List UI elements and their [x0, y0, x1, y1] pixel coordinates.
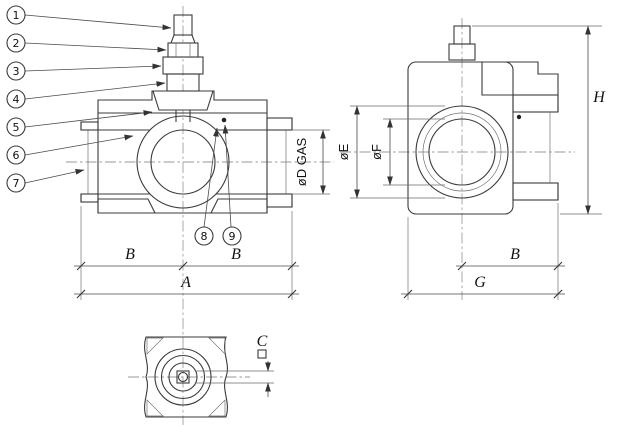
leader-9: [222, 124, 232, 228]
leader-6: [24, 134, 134, 156]
leader-3: [24, 63, 162, 72]
ball-circle: [136, 115, 230, 209]
dim-f-label: øF: [369, 144, 384, 160]
dim-g-label: G: [474, 274, 486, 291]
top-stem-square: [176, 370, 190, 384]
top-center-hole: [177, 371, 189, 383]
centerlines: [66, 6, 575, 425]
leader-5: [24, 110, 153, 128]
stem-assembly: [152, 14, 214, 122]
side-seat-dot: [516, 114, 522, 120]
port-bore-circle: [428, 118, 496, 186]
top-inner-circle: [168, 362, 198, 392]
callout-balloon-4: [6, 89, 26, 109]
dim-h-label: H: [592, 89, 606, 106]
seat-detail-dot: [221, 117, 227, 123]
callout-balloon-1: [6, 5, 26, 25]
leader-2: [24, 42, 167, 53]
stem-flange: [152, 90, 214, 111]
callout-balloon-3: [6, 61, 26, 81]
top-middle-circle: [160, 354, 206, 400]
top-view: C: [144, 333, 274, 418]
callout-number-9: 9: [229, 230, 236, 243]
dim-c: C: [195, 333, 274, 397]
dim-d-gas-label: øD GAS: [294, 137, 309, 186]
dim-c-label: C: [257, 333, 268, 350]
side-top-cap: [481, 61, 559, 96]
front-view: [80, 14, 293, 214]
callout-number-3: 3: [13, 65, 20, 78]
valve-body-front: [97, 113, 268, 214]
ball-bore-circle: [150, 129, 216, 195]
callout-balloon-2: [6, 33, 26, 53]
side-stem-nut: [448, 43, 476, 61]
callout-balloon-6: [6, 145, 26, 165]
top-view-outline: [144, 336, 228, 418]
leader-1: [24, 14, 172, 31]
dim-b-left-label: B: [125, 246, 135, 263]
flange-circle: [415, 105, 509, 199]
callout-balloon-7: [6, 173, 26, 193]
side-body: [407, 61, 514, 215]
callout-number-1: 1: [13, 9, 20, 22]
leader-8: [203, 127, 219, 228]
callout-balloon-5: [6, 117, 26, 137]
side-view: [407, 25, 559, 215]
side-right-port: [512, 94, 559, 201]
dim-b-side-label: B: [510, 246, 520, 263]
front-dimensions: B B A øD GAS: [74, 129, 330, 300]
callout-number-7: 7: [13, 177, 20, 190]
callout-number-4: 4: [13, 93, 20, 106]
bolt-circle: [422, 112, 502, 192]
dim-a-label: A: [180, 274, 191, 291]
callout-number-5: 5: [13, 121, 20, 134]
stem-square: [173, 14, 193, 36]
stem-nut: [167, 42, 199, 58]
side-dimensions: øE øF H B G: [336, 25, 606, 300]
callout-number-6: 6: [13, 149, 20, 162]
left-port: [80, 121, 99, 203]
dim-e-label: øE: [336, 143, 351, 160]
callout-balloon-9: [222, 226, 242, 246]
callout-balloon-8: [194, 226, 214, 246]
top-outer-circle: [154, 348, 212, 406]
callout-number-8: 8: [201, 230, 208, 243]
leader-7: [24, 169, 85, 184]
callouts: 1 2 3 4 5 6 7 8 9: [6, 5, 242, 246]
callout-number-2: 2: [13, 37, 20, 50]
side-stem: [448, 25, 476, 61]
body-top-cap: [97, 90, 268, 114]
body-bottom-band-right: [210, 198, 268, 214]
dim-b-right-label: B: [231, 246, 241, 263]
body-bottom-band-left: [97, 198, 156, 214]
square-symbol: [257, 349, 267, 359]
leader-4: [24, 81, 166, 100]
